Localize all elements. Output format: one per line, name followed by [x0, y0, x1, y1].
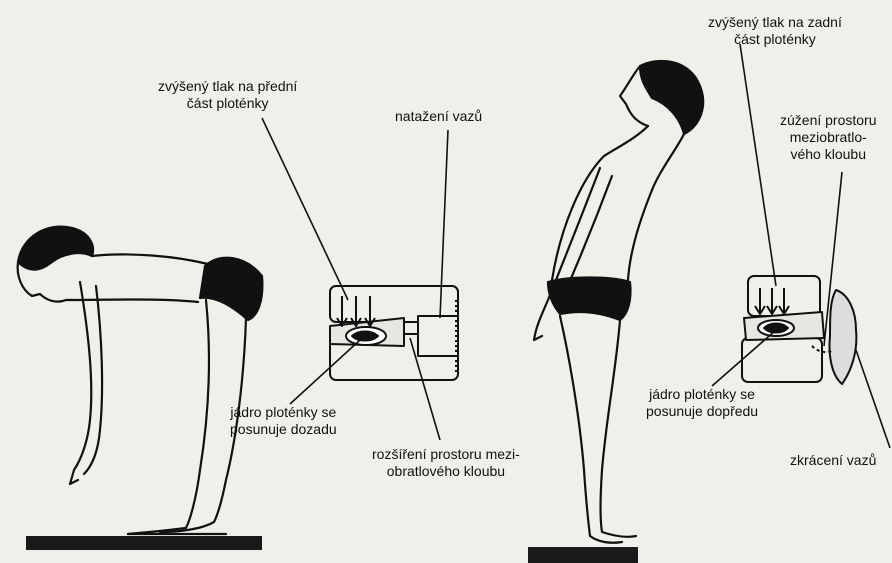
label-joint-narrowing: zúžení prostoru meziobratlo- vého kloubu	[780, 112, 877, 163]
label-joint-widening: rozšíření prostoru mezi- obratlového klo…	[372, 446, 520, 480]
leader-front-pressure	[262, 118, 348, 300]
label-nucleus-back-line2: posunuje dozadu	[230, 421, 337, 438]
leader-ligament-shortening	[856, 350, 890, 448]
label-nucleus-forward-line2: posunuje dopředu	[646, 403, 758, 420]
label-joint-narrowing-line2: meziobratlo-	[780, 129, 877, 146]
leader-back-pressure	[740, 44, 776, 286]
figure-leaning-back	[534, 61, 703, 543]
label-back-pressure: zvýšený tlak na zadní část ploténky	[708, 14, 842, 48]
label-joint-narrowing-line3: vého kloubu	[780, 146, 877, 163]
label-ligament-shortening: zkrácení vazů	[790, 452, 876, 469]
floor-left	[26, 536, 262, 550]
label-ligament-stretch-line1: natažení vazů	[395, 108, 482, 125]
label-front-pressure: zvýšený tlak na přední část ploténky	[158, 78, 297, 112]
label-back-pressure-line2: část ploténky	[708, 31, 842, 48]
label-ligament-stretch: natažení vazů	[395, 108, 482, 125]
label-back-pressure-line1: zvýšený tlak na zadní	[708, 14, 842, 31]
label-nucleus-forward-line1: jádro ploténky se	[646, 386, 758, 403]
figure-bending-forward	[18, 227, 263, 534]
label-front-pressure-line1: zvýšený tlak na přední	[158, 78, 297, 95]
label-nucleus-forward: jádro ploténky se posunuje dopředu	[646, 386, 758, 420]
vertebra-extension	[742, 276, 856, 384]
label-joint-widening-line2: obratlového kloubu	[372, 463, 520, 480]
label-front-pressure-line2: část ploténky	[158, 95, 297, 112]
vertebra-flexion	[330, 286, 458, 380]
label-ligament-shortening-line1: zkrácení vazů	[790, 452, 876, 469]
label-nucleus-back: jádro ploténky se posunuje dozadu	[230, 404, 337, 438]
label-nucleus-back-line1: jádro ploténky se	[230, 404, 337, 421]
label-joint-narrowing-line1: zúžení prostoru	[780, 112, 877, 129]
label-joint-widening-line1: rozšíření prostoru mezi-	[372, 446, 520, 463]
leader-lines	[262, 44, 890, 448]
floor-right	[528, 547, 638, 563]
